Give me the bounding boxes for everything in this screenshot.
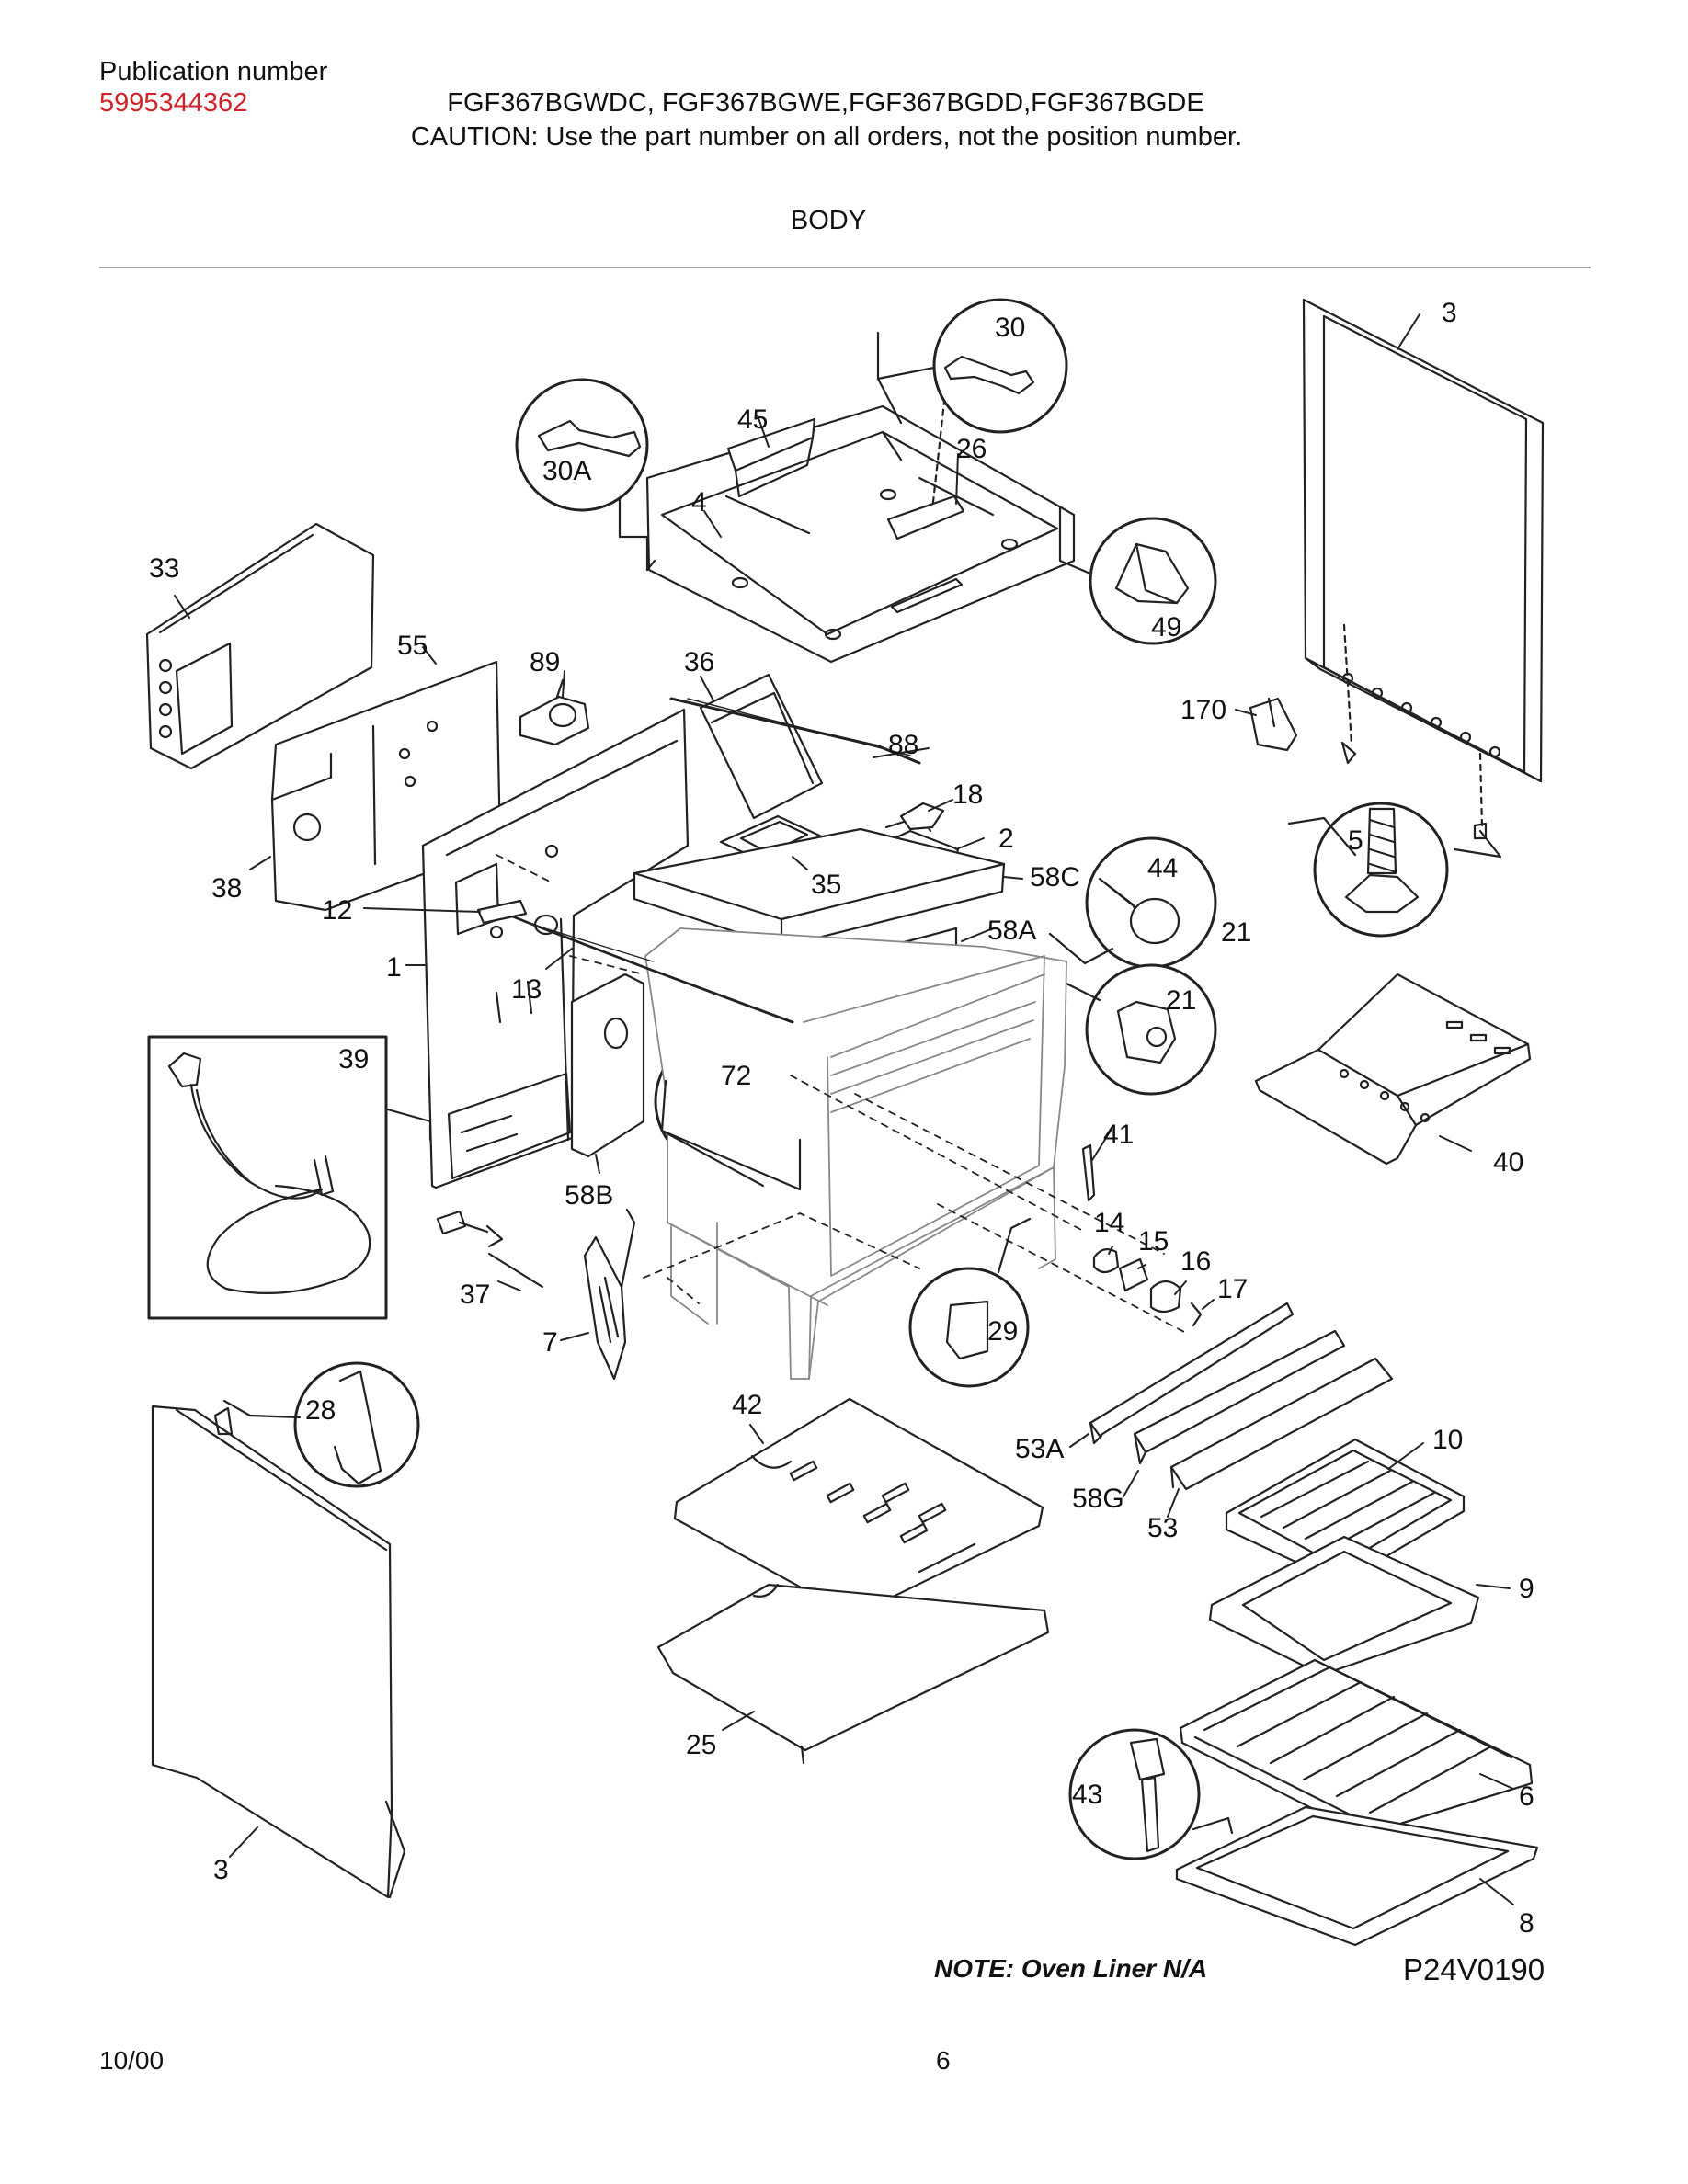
label-10: 10	[1432, 1425, 1463, 1455]
rail-53A-part	[1089, 1302, 1295, 1445]
label-41: 41	[1103, 1120, 1134, 1150]
label-88: 88	[888, 730, 918, 760]
model-numbers: FGF367BGWDC, FGF367BGWE,FGF367BGDD,FGF36…	[447, 88, 1204, 118]
label-58B: 58B	[565, 1180, 613, 1211]
figure-id: P24V0190	[1403, 1952, 1545, 1986]
callout-30A	[515, 378, 649, 512]
label-30: 30	[995, 313, 1025, 343]
label-30A: 30A	[542, 456, 591, 486]
label-5: 5	[1348, 825, 1363, 856]
dashed-guides	[496, 854, 1187, 1334]
label-26: 26	[956, 434, 987, 464]
label-3-top: 3	[1442, 298, 1457, 328]
broiler-insert-10-part	[1225, 1438, 1466, 1585]
bottom-panel-42-part	[673, 1397, 1044, 1618]
publication-label: Publication number	[99, 57, 328, 86]
bottom-panel-25-part	[656, 1583, 1050, 1765]
label-3-bottom: 3	[213, 1855, 229, 1885]
rail-53-part	[1169, 1357, 1394, 1491]
power-cord-39-part	[147, 1035, 388, 1320]
callout-28	[293, 1361, 420, 1488]
callout-44	[1085, 836, 1217, 969]
bracket-41-part	[1081, 1143, 1096, 1202]
insulation-58G-part	[1133, 1329, 1346, 1465]
label-14: 14	[1094, 1208, 1124, 1238]
insulation-58C-part	[633, 827, 1006, 949]
oven-liner-note: NOTE: Oven Liner N/A	[934, 1954, 1208, 1983]
label-2: 2	[998, 824, 1014, 854]
header-divider	[99, 267, 1591, 268]
label-72: 72	[721, 1061, 751, 1091]
leveler-bracket-170-part	[1249, 697, 1298, 752]
publication-number: 5995344362	[99, 88, 248, 118]
label-53A: 53A	[1015, 1434, 1064, 1464]
label-21a: 21	[1221, 917, 1251, 948]
insulation-26-part	[886, 495, 965, 540]
page-number: 6	[936, 2046, 951, 2075]
oven-rack-6-part	[1179, 1658, 1534, 1837]
side-panel-left-part	[151, 1405, 406, 1899]
label-8: 8	[1519, 1908, 1534, 1939]
label-18: 18	[952, 779, 983, 810]
callout-43	[1068, 1728, 1201, 1860]
label-29: 29	[987, 1316, 1018, 1347]
label-21b: 21	[1166, 985, 1196, 1016]
label-4: 4	[691, 487, 707, 518]
hinge-37-part	[436, 1210, 544, 1289]
label-6: 6	[1519, 1781, 1534, 1812]
ignitor-parts-14-17	[1092, 1247, 1203, 1327]
label-53: 53	[1147, 1513, 1178, 1543]
side-bracket-40-part	[1254, 973, 1532, 1166]
label-170: 170	[1180, 695, 1226, 725]
label-43: 43	[1072, 1780, 1102, 1810]
label-38: 38	[211, 873, 242, 904]
label-40: 40	[1493, 1147, 1523, 1177]
label-49: 49	[1151, 612, 1181, 643]
label-15: 15	[1138, 1226, 1169, 1257]
label-37: 37	[460, 1280, 490, 1310]
bracket-89-part	[519, 678, 590, 746]
section-title: BODY	[790, 206, 867, 235]
broiler-pan-8-part	[1175, 1805, 1539, 1947]
label-36: 36	[684, 647, 714, 677]
oven-liner-part	[644, 927, 1067, 1380]
label-35: 35	[811, 870, 841, 900]
callout-49	[1089, 517, 1217, 645]
label-44: 44	[1147, 853, 1178, 883]
label-45: 45	[737, 404, 768, 435]
label-leaders	[174, 313, 1514, 1905]
broiler-pan-9-part	[1208, 1535, 1480, 1677]
footer-date: 10/00	[99, 2046, 165, 2075]
label-58G: 58G	[1072, 1484, 1124, 1514]
caution-text: CAUTION: Use the part number on all orde…	[410, 122, 1243, 152]
label-89: 89	[530, 647, 560, 677]
label-16: 16	[1180, 1246, 1211, 1277]
label-7: 7	[542, 1327, 558, 1358]
back-panel-33-part	[145, 522, 375, 770]
hinge-7-part	[583, 1208, 636, 1381]
insulation-58B-part	[570, 973, 802, 1191]
label-58A: 58A	[987, 916, 1036, 946]
callout-5	[1313, 802, 1449, 938]
label-13: 13	[511, 974, 542, 1005]
label-28: 28	[305, 1395, 336, 1426]
callout-21	[1085, 963, 1217, 1096]
callout-29	[908, 1267, 1030, 1388]
label-55: 55	[397, 631, 428, 661]
label-17: 17	[1217, 1274, 1248, 1304]
label-39: 39	[338, 1044, 369, 1075]
label-58C: 58C	[1030, 862, 1080, 893]
label-9: 9	[1519, 1574, 1534, 1604]
burner-box-36-part	[699, 673, 824, 820]
bracket-45-part	[726, 417, 816, 498]
label-42: 42	[732, 1390, 762, 1420]
callout-30	[932, 298, 1068, 434]
side-panel-right-part	[1302, 298, 1545, 840]
label-33: 33	[149, 553, 179, 584]
label-1: 1	[386, 952, 402, 983]
label-25: 25	[686, 1730, 716, 1760]
label-12: 12	[322, 895, 352, 926]
